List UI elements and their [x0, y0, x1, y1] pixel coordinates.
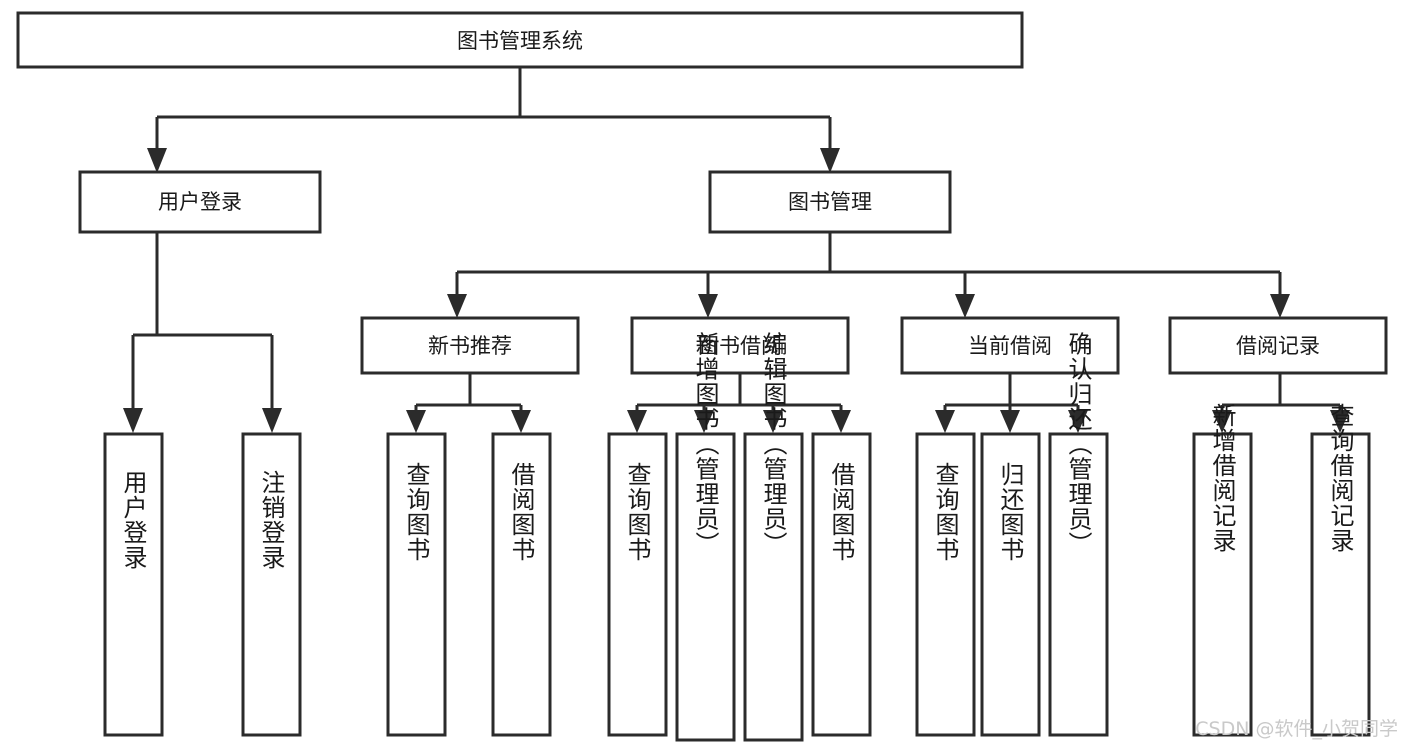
arrow-head-leaf-borrow-book-2: [831, 410, 851, 433]
leaf-query-book-3-label: 查询图书: [931, 462, 959, 562]
leaf-logout-login-box[interactable]: [241, 432, 302, 737]
leaf-query-book-1-label: 查询图书: [402, 462, 430, 562]
leaf-return-book-label: 归还图书: [996, 462, 1024, 562]
leaf-query-borrow-record-label: 查询借阅记录: [1326, 403, 1354, 553]
node-book-borrow-box[interactable]: [630, 316, 850, 375]
leaf-borrow-book-1[interactable]: 借阅图书: [491, 432, 552, 737]
node-borrow-record-box[interactable]: [1168, 316, 1388, 375]
node-user-login[interactable]: 用户登录: [78, 170, 322, 234]
arrow-head-leaf-logout-login: [262, 408, 282, 433]
arrow-head-leaf-query-book-3: [935, 410, 955, 433]
leaf-add-book-admin-label: 新增图书（管理员）: [691, 332, 719, 557]
node-book-borrow-label: 图书借阅: [698, 334, 782, 358]
arrow-head-leaf-add-borrow-record: [1212, 410, 1232, 433]
leaf-borrow-book-1-box[interactable]: [491, 432, 552, 737]
leaf-query-book-2-box[interactable]: [607, 432, 668, 737]
leaf-add-borrow-record-label: 新增借阅记录: [1208, 403, 1236, 553]
node-book-manage-box[interactable]: [708, 170, 952, 234]
leaf-logout-login-label: 注销登录: [257, 470, 285, 570]
arrow-head-borrow-record: [1270, 294, 1290, 318]
leaf-query-book-3-box[interactable]: [915, 432, 976, 737]
node-new-book-recommend[interactable]: 新书推荐: [360, 316, 580, 375]
leaf-add-book-admin-box[interactable]: [675, 432, 736, 742]
leaf-user-login-label: 用户登录: [119, 470, 147, 570]
node-root-label: 图书管理系统: [457, 29, 583, 53]
csdn-watermark: CSDN @软件_小贺同学: [1195, 718, 1398, 740]
arrow-head-leaf-edit-book-admin: [763, 410, 783, 433]
leaf-add-borrow-record[interactable]: 新增借阅记录: [1192, 403, 1253, 737]
arrow-head-book-borrow: [698, 294, 718, 318]
leaf-add-book-admin[interactable]: 新增图书（管理员）: [675, 332, 736, 742]
arrow-head-leaf-confirm-return-admin: [1068, 410, 1088, 433]
leaf-logout-login[interactable]: 注销登录: [241, 432, 302, 737]
leaf-query-borrow-record[interactable]: 查询借阅记录: [1310, 403, 1371, 737]
arrow-head-leaf-borrow-book-1: [511, 410, 531, 433]
arrow-head-book-manage: [820, 148, 840, 173]
edge-layer: [123, 67, 1350, 433]
node-current-borrow-label: 当前借阅: [968, 334, 1052, 358]
leaf-user-login-box[interactable]: [103, 432, 164, 737]
arrow-head-leaf-add-book-admin: [694, 410, 714, 433]
leaf-query-book-2-label: 查询图书: [623, 462, 651, 562]
leaf-confirm-return-admin-label: 确认归还（管理员）: [1064, 332, 1092, 557]
leaf-query-borrow-record-box[interactable]: [1310, 432, 1371, 737]
node-root[interactable]: 图书管理系统: [16, 11, 1024, 69]
leaf-confirm-return-admin-box[interactable]: [1048, 432, 1109, 737]
leaf-edit-book-admin-box[interactable]: [743, 432, 804, 742]
arrow-head-leaf-user-login: [123, 408, 143, 433]
leaf-return-book-box[interactable]: [980, 432, 1041, 737]
arrow-head-leaf-query-book-1: [406, 410, 426, 433]
node-borrow-record-label: 借阅记录: [1236, 334, 1320, 358]
leaf-edit-book-admin-label: 编辑图书（管理员）: [759, 332, 787, 557]
arrow-head-leaf-query-book-2: [627, 410, 647, 433]
node-book-manage-label: 图书管理: [788, 190, 872, 214]
leaf-return-book[interactable]: 归还图书: [980, 432, 1041, 737]
leaf-edit-book-admin[interactable]: 编辑图书（管理员）: [743, 332, 804, 742]
leaf-borrow-book-2[interactable]: 借阅图书: [811, 432, 872, 737]
leaf-query-book-2[interactable]: 查询图书: [607, 432, 668, 737]
leaf-add-borrow-record-box[interactable]: [1192, 432, 1253, 737]
node-book-manage[interactable]: 图书管理: [708, 170, 952, 234]
leaf-user-login[interactable]: 用户登录: [103, 432, 164, 737]
node-user-login-box[interactable]: [78, 170, 322, 234]
arrow-head-leaf-query-borrow-record: [1330, 410, 1350, 433]
arrow-head-user-login: [147, 148, 167, 173]
node-new-book-recommend-box[interactable]: [360, 316, 580, 375]
arrow-head-new-book-recommend: [447, 294, 467, 318]
node-current-borrow-box[interactable]: [900, 316, 1120, 375]
node-current-borrow[interactable]: 当前借阅: [900, 316, 1120, 375]
node-book-borrow[interactable]: 图书借阅: [630, 316, 850, 375]
arrow-head-current-borrow: [955, 294, 975, 318]
node-new-book-recommend-label: 新书推荐: [428, 334, 512, 358]
node-user-login-label: 用户登录: [158, 190, 242, 214]
arrow-head-leaf-return-book: [1000, 410, 1020, 433]
node-root-box[interactable]: [16, 11, 1024, 69]
leaf-query-book-1-box[interactable]: [386, 432, 447, 737]
leaf-confirm-return-admin[interactable]: 确认归还（管理员）: [1048, 332, 1109, 737]
leaf-borrow-book-1-label: 借阅图书: [507, 462, 535, 562]
leaf-borrow-book-2-label: 借阅图书: [827, 462, 855, 562]
leaf-query-book-1[interactable]: 查询图书: [386, 432, 447, 737]
leaf-borrow-book-2-box[interactable]: [811, 432, 872, 737]
node-borrow-record[interactable]: 借阅记录: [1168, 316, 1388, 375]
leaf-query-book-3[interactable]: 查询图书: [915, 432, 976, 737]
